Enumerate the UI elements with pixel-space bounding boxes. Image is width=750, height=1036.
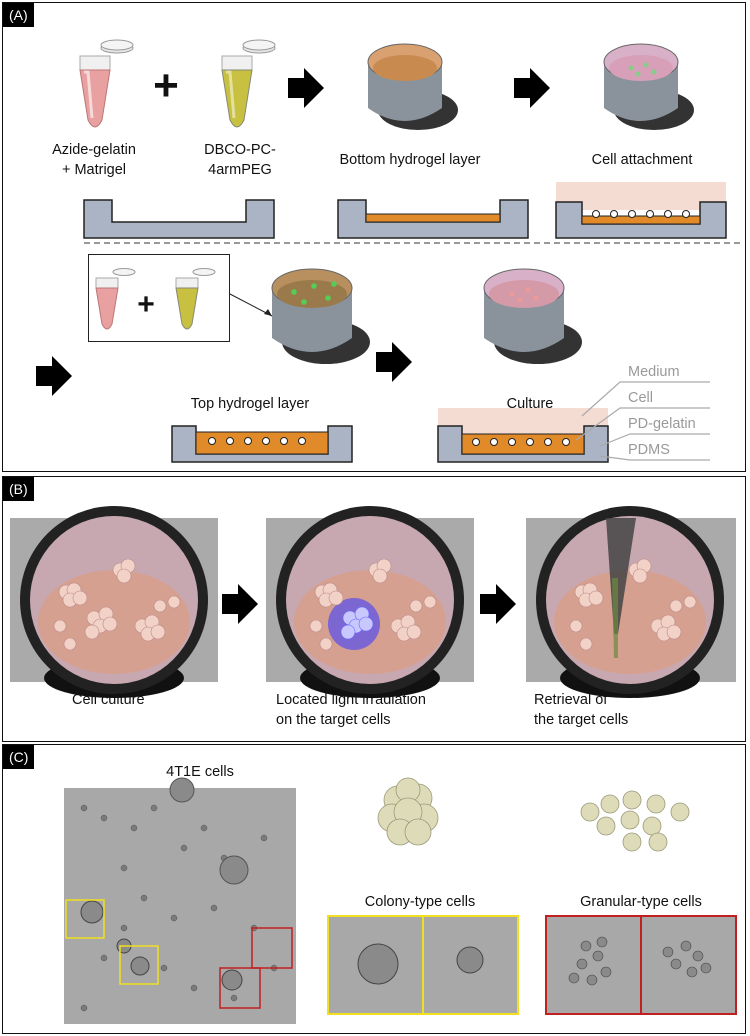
legend-pd-gelatin: PD-gelatin (628, 416, 696, 432)
legend-cell: Cell (628, 390, 653, 406)
panel-b-step3-line1: Retrieval of (534, 692, 608, 708)
dashed-separator (84, 242, 740, 244)
step-bottom-layer-label: Bottom hydrogel layer (339, 152, 481, 168)
cross-section-cells (555, 182, 727, 239)
granular-type-label: Granular-type cells (580, 894, 702, 910)
dish-bottom-layer-icon (367, 43, 458, 130)
inset-tubes-box (88, 254, 230, 342)
panel-a-tag: (A) (3, 3, 34, 27)
panel-c-tag: (C) (3, 745, 35, 769)
tube1-label-line1: Azide-gelatin (52, 142, 136, 158)
dish-cell-attachment-icon (603, 43, 694, 130)
colony-type-label: Colony-type cells (364, 894, 476, 910)
tube-pink-small-icon (95, 268, 136, 330)
dish-culture-closeup-2 (266, 506, 474, 698)
tube2-label-line1: DBCO-PC- (204, 142, 276, 158)
arrow-right-icon (288, 68, 324, 108)
legend-leader-lines (575, 381, 710, 461)
pointer-line (229, 293, 273, 317)
legend-medium: Medium (628, 364, 680, 380)
panel-b-step3-line2: the target cells (534, 712, 629, 728)
tube1-label-line2: + Matrigel (61, 162, 127, 178)
step-cell-attachment-label: Cell attachment (591, 152, 693, 168)
panel-b-step2-line2: on the target cells (276, 712, 391, 728)
arrow-right-icon (376, 342, 412, 382)
cross-section-empty (83, 199, 275, 239)
plus-sign: + (153, 61, 179, 110)
arrow-right-icon (36, 356, 72, 396)
colony-cluster-icon (377, 777, 439, 846)
tube-yellow-small-icon (175, 268, 216, 330)
granular-spheres-icon (580, 790, 690, 852)
panel-b-step2-line1: Located light irradiation (276, 692, 426, 708)
arrow-right-icon (222, 584, 258, 624)
cross-section-top-gel (171, 425, 353, 463)
panel-b-step1-label: Cell culture (72, 692, 145, 708)
dish-culture-closeup-3 (526, 506, 736, 698)
colony-crops (327, 915, 519, 1015)
tube2-label-line2: 4armPEG (208, 162, 272, 178)
step-top-layer-label: Top hydrogel layer (190, 396, 310, 412)
micrograph-title: 4T1E cells (166, 764, 234, 780)
dish-culture-icon (483, 268, 582, 364)
inset-plus-sign: + (137, 288, 155, 321)
dish-top-layer-icon (271, 268, 370, 364)
micrograph-4t1e (64, 777, 296, 1024)
dish-culture-closeup-1 (10, 506, 218, 698)
arrow-right-icon (480, 584, 516, 624)
granular-crops (545, 915, 737, 1015)
tube-pink-icon (79, 39, 134, 128)
panel-b-tag: (B) (3, 477, 34, 501)
tube-yellow-icon (221, 39, 276, 128)
arrow-right-icon (514, 68, 550, 108)
cross-section-culture (437, 408, 609, 463)
cross-section-bottom-gel (337, 199, 529, 239)
legend-pdms: PDMS (628, 442, 670, 458)
